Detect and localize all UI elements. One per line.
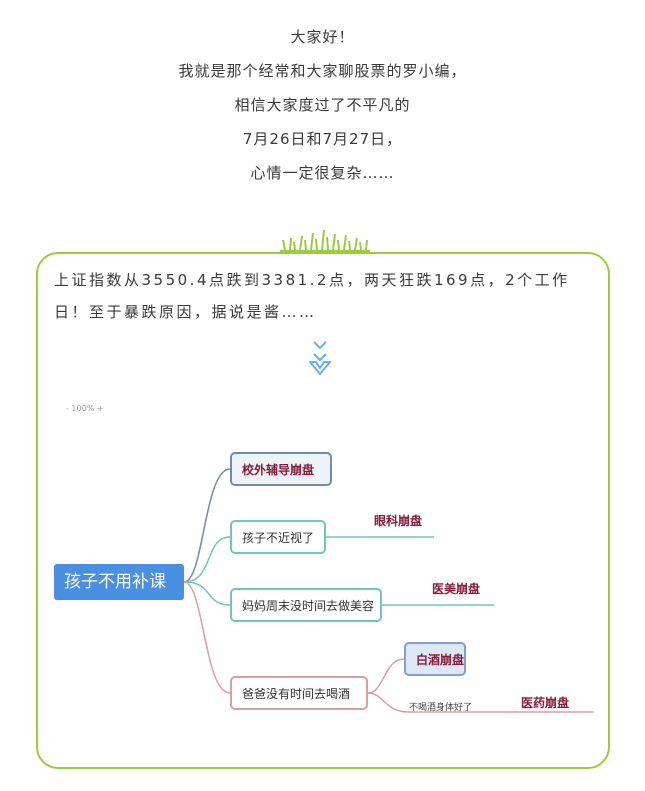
card-text: 上证指数从3550.4点跌到3381.2点，两天狂跌169点，2个工作日！至于暴… [54, 271, 570, 321]
node-drinking: 爸爸没有时间去喝酒 [230, 676, 368, 710]
root-node: 孩子不用补课 [54, 564, 184, 600]
mind-map-branches [183, 468, 594, 713]
branch-note: 不喝酒身体好了 [409, 703, 473, 713]
intro-line: 我就是那个经常和大家聊股票的罗小编， [178, 62, 467, 80]
mind-map-image: - 100% + 孩子不用补课 校外辅导崩盘 孩子不近视了 妈妈周末没时间去做美… [54, 394, 602, 754]
label-ophthalmology: 眼科崩盘 [374, 514, 423, 528]
intro-text: 大家好！ 我就是那个经常和大家聊股票的罗小编， 相信大家度过了不平凡的 7月26… [0, 20, 645, 190]
node-myopia: 孩子不近视了 [230, 520, 326, 554]
intro-line: 心情一定很复杂…… [250, 164, 395, 182]
down-arrow-icon [309, 341, 331, 375]
grass-divider-icon [280, 229, 370, 252]
node-liquor: 白酒崩盘 [404, 642, 466, 676]
intro-line: 7月26日和7月27日， [242, 130, 403, 148]
content-card: 上证指数从3550.4点跌到3381.2点，两天狂跌169点，2个工作日！至于暴… [36, 252, 610, 769]
node-tutoring: 校外辅导崩盘 [230, 452, 332, 486]
zoom-level: - 100% + [66, 404, 104, 413]
node-beauty: 妈妈周末没时间去做美容 [230, 588, 382, 622]
label-medicine: 医药崩盘 [521, 696, 570, 710]
intro-line: 大家好！ [290, 28, 355, 46]
label-cosmetic: 医美崩盘 [432, 582, 481, 596]
intro-line: 相信大家度过了不平凡的 [234, 96, 411, 114]
